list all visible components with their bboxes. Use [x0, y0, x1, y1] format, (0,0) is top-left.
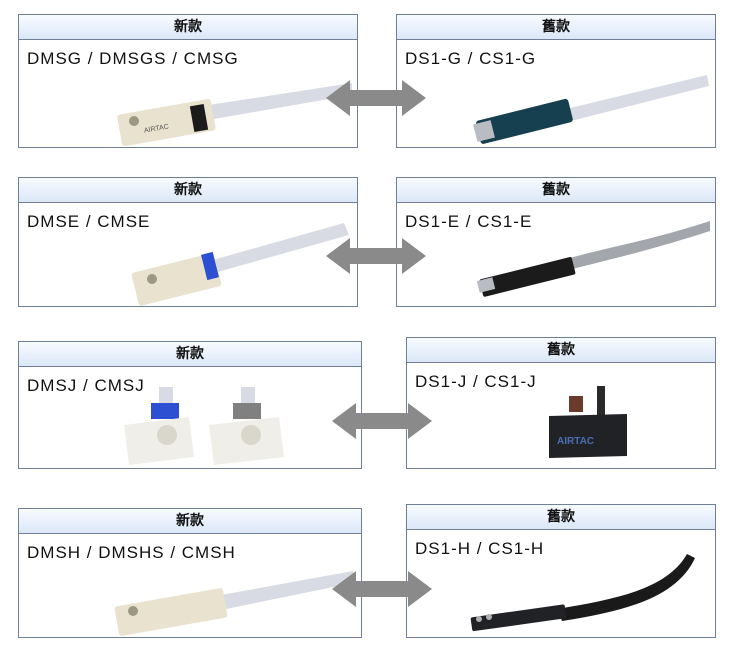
old-model-label: DS1-J / CS1-J: [415, 372, 537, 391]
old-model-header: 舊款: [407, 505, 715, 530]
new-model-card-4: 新款 DMSH / DMSHS / CMSH: [18, 508, 362, 638]
double-arrow-icon: [326, 238, 426, 274]
old-model-header: 舊款: [397, 178, 715, 203]
sensor-image-dmse: [131, 223, 349, 306]
new-model-card-1: 新款 DMSG / DMSGS / CMSG AIRTAC: [18, 14, 358, 148]
new-model-label: DMSH / DMSHS / CMSH: [27, 543, 236, 562]
new-model-label: DMSG / DMSGS / CMSG: [27, 49, 239, 68]
old-model-card-3: 舊款 DS1-J / CS1-J AIRTAC: [406, 337, 716, 469]
new-model-header: 新款: [19, 15, 357, 40]
svg-text:AIRTAC: AIRTAC: [143, 123, 169, 134]
new-model-header: 新款: [19, 509, 361, 534]
sensor-image-dmsj: [124, 387, 284, 465]
new-model-label: DMSE / CMSE: [27, 212, 151, 231]
old-model-card-1: 舊款 DS1-G / CS1-G: [396, 14, 716, 148]
old-model-label: DS1-G / CS1-G: [405, 49, 537, 68]
old-model-header: 舊款: [407, 338, 715, 363]
old-model-header: 舊款: [397, 15, 715, 40]
double-arrow-icon: [326, 80, 426, 116]
new-model-card-3: 新款 DMSJ / CMSJ: [18, 341, 362, 469]
svg-text:AIRTAC: AIRTAC: [557, 436, 594, 447]
sensor-image-dmsg: AIRTAC: [117, 83, 352, 147]
double-arrow-icon: [332, 571, 432, 607]
sensor-image-ds1j: AIRTAC: [549, 386, 627, 458]
new-model-label: DMSJ / CMSJ: [27, 376, 145, 395]
sensor-image-dmsh: [114, 571, 353, 636]
sensor-image-ds1g: [473, 75, 709, 144]
new-model-header: 新款: [19, 178, 357, 203]
new-model-card-2: 新款 DMSE / CMSE: [18, 177, 358, 307]
double-arrow-icon: [332, 403, 432, 439]
old-model-label: DS1-E / CS1-E: [405, 212, 533, 231]
old-model-card-2: 舊款 DS1-E / CS1-E: [396, 177, 716, 307]
sensor-image-ds1h: [470, 554, 695, 632]
old-model-card-4: 舊款 DS1-H / CS1-H: [406, 504, 716, 638]
new-model-header: 新款: [19, 342, 361, 367]
old-model-label: DS1-H / CS1-H: [415, 539, 545, 558]
sensor-image-ds1e: [476, 221, 710, 297]
